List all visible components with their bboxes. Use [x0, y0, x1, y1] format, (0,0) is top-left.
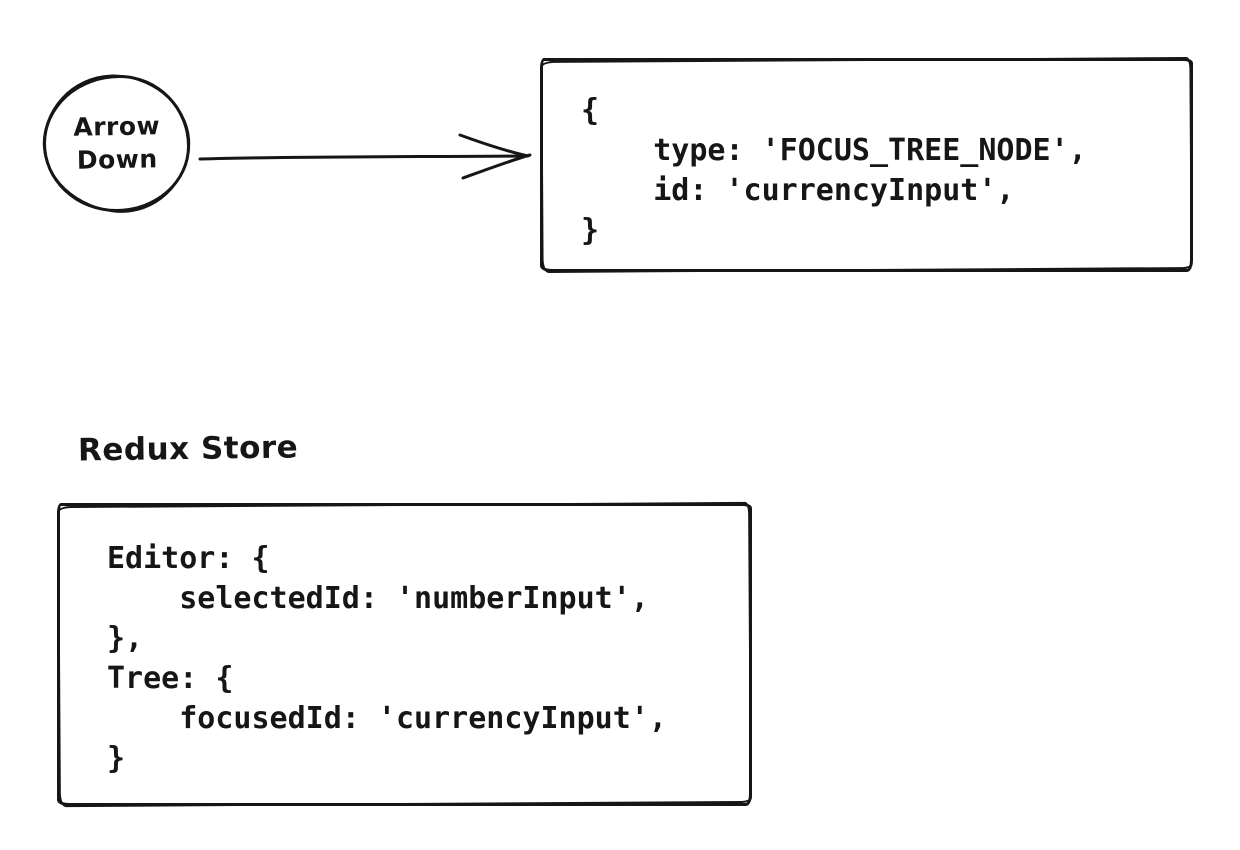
arrow-down-node: Arrow Down — [43, 75, 190, 212]
arrow-head-upper — [458, 133, 530, 158]
redux-store-box: Editor: { selectedId: 'numberInput', }, … — [57, 503, 752, 806]
arrow-down-node-label: Arrow Down — [72, 111, 160, 175]
arrow-head-lower — [461, 153, 532, 180]
store-state-code: Editor: { selectedId: 'numberInput', }, … — [107, 541, 667, 776]
arrow-shaft — [198, 154, 527, 161]
action-box: { type: 'FOCUS_TREE_NODE', id: 'currency… — [540, 58, 1193, 272]
right-arrow-icon — [198, 133, 532, 180]
redux-store-label: Redux Store — [77, 429, 299, 469]
action-code: { type: 'FOCUS_TREE_NODE', id: 'currency… — [581, 93, 1087, 248]
